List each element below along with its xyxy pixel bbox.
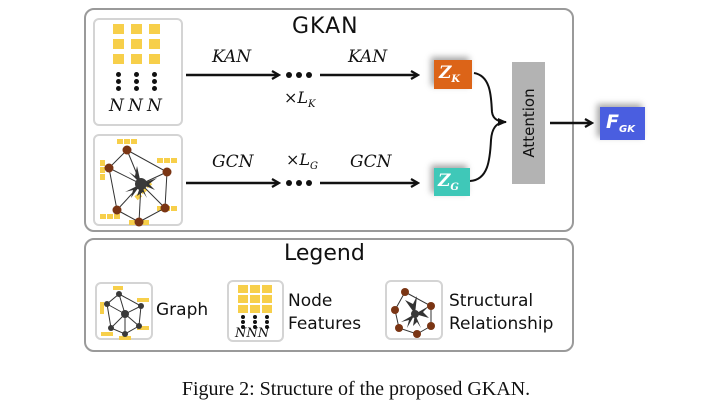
zg-sub: G bbox=[450, 182, 459, 193]
repeat-text: ×L bbox=[284, 88, 309, 107]
legend-node-features-label-1: Node bbox=[288, 291, 333, 311]
repeat-text: ×L bbox=[286, 150, 311, 169]
gcn-label-left: GCN bbox=[212, 152, 254, 172]
zk-to-attention-curve bbox=[473, 72, 507, 126]
zg-output-box: ZG bbox=[434, 168, 470, 196]
kan-label-left: KAN bbox=[212, 47, 252, 67]
attention-label: Attention bbox=[519, 88, 538, 158]
node-features-input-icon: N N N bbox=[93, 18, 183, 126]
gkan-title: GKAN bbox=[292, 14, 359, 39]
legend-structural-label-1: Structural bbox=[449, 291, 534, 311]
nnn-label: NNN bbox=[235, 326, 270, 341]
zk-sub: K bbox=[451, 74, 461, 85]
gcn-label-right: GCN bbox=[350, 152, 392, 172]
repeat-sub: G bbox=[310, 161, 319, 173]
kan-label-right: KAN bbox=[348, 47, 388, 67]
repeat-sub: K bbox=[308, 99, 316, 111]
zk-output-box: ZK bbox=[434, 60, 472, 89]
legend-title: Legend bbox=[284, 241, 365, 266]
attention-block: Attention bbox=[512, 62, 545, 184]
gcn-repeat-label: ×LG bbox=[286, 150, 318, 172]
graph-icon bbox=[95, 282, 153, 340]
fgk-output-box: FGK bbox=[600, 107, 645, 140]
structural-relationship-icon bbox=[385, 280, 443, 340]
legend-structural-label-2: Relationship bbox=[449, 314, 554, 334]
legend-graph-label: Graph bbox=[156, 300, 209, 320]
zg-label: Z bbox=[438, 171, 451, 191]
legend-panel bbox=[84, 238, 574, 352]
fgk-label: F bbox=[606, 111, 619, 133]
figure-caption: Figure 2: Structure of the proposed GKAN… bbox=[181, 378, 531, 400]
node-features-icon: NNN bbox=[227, 280, 284, 342]
n-label: N bbox=[109, 96, 124, 116]
legend-node-features-label-2: Features bbox=[288, 314, 362, 334]
n-label: N bbox=[128, 96, 143, 116]
kan-repeat-label: ×LK bbox=[284, 88, 316, 110]
n-label: N bbox=[147, 96, 162, 116]
zg-to-attention-curve bbox=[469, 121, 507, 182]
zk-label: Z bbox=[439, 63, 452, 83]
graph-input-icon bbox=[93, 134, 183, 227]
fgk-sub: GK bbox=[618, 124, 635, 135]
